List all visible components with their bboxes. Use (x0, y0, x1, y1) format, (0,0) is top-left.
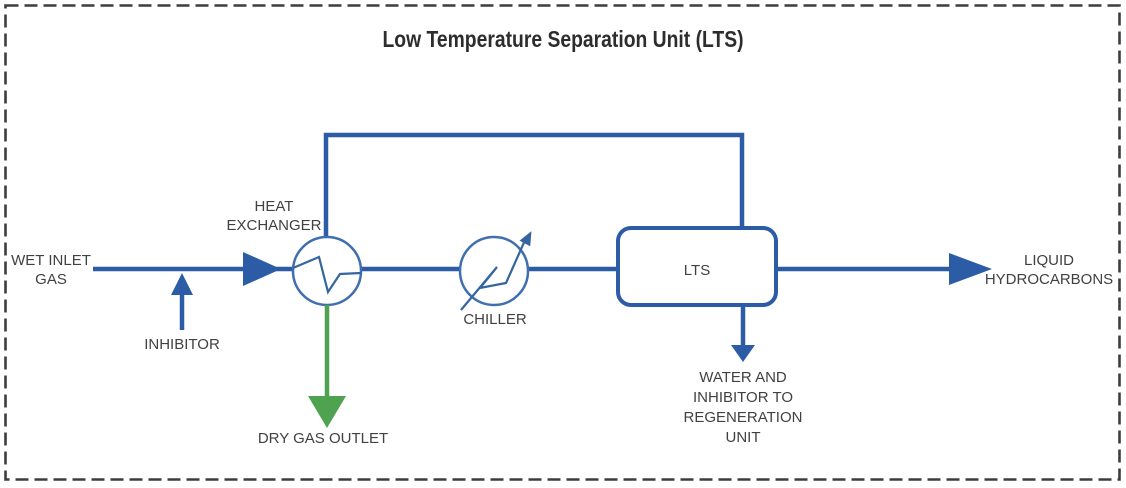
dashed-border (4, 4, 1121, 481)
chiller-symbol (458, 231, 532, 311)
liquid-hydrocarbons-label: LIQUID HYDROCARBONS (984, 252, 1114, 288)
lts-vessel (616, 226, 778, 307)
water-inhibitor-regeneration-label: WATER AND INHIBITOR TO REGENERATION UNIT (683, 369, 803, 446)
recycle-line (323, 132, 745, 237)
diagram-title-text: Low Temperature Separation Unit (LTS) (382, 26, 744, 52)
outlet-arrowhead-icon (949, 253, 992, 285)
wet-inlet-gas-label: WET INLET GAS (11, 252, 91, 288)
diagram-title: Low Temperature Separation Unit (LTS) (348, 26, 778, 53)
inlet-arrowhead-icon (243, 252, 281, 286)
lts-vessel-label: LTS (683, 262, 711, 279)
dry-gas-outlet-label: DRY GAS OUTLET (257, 430, 389, 447)
inhibitor-arrow-icon (171, 273, 193, 330)
dry-gas-arrow-icon (308, 305, 346, 428)
heat-exchanger-symbol (291, 235, 363, 307)
inhibitor-label: INHIBITOR (144, 336, 220, 353)
chiller-label: CHILLER (463, 311, 527, 328)
heat-exchanger-label: HEAT EXCHANGER (226, 198, 322, 234)
water-outlet-arrow-icon (731, 305, 755, 362)
